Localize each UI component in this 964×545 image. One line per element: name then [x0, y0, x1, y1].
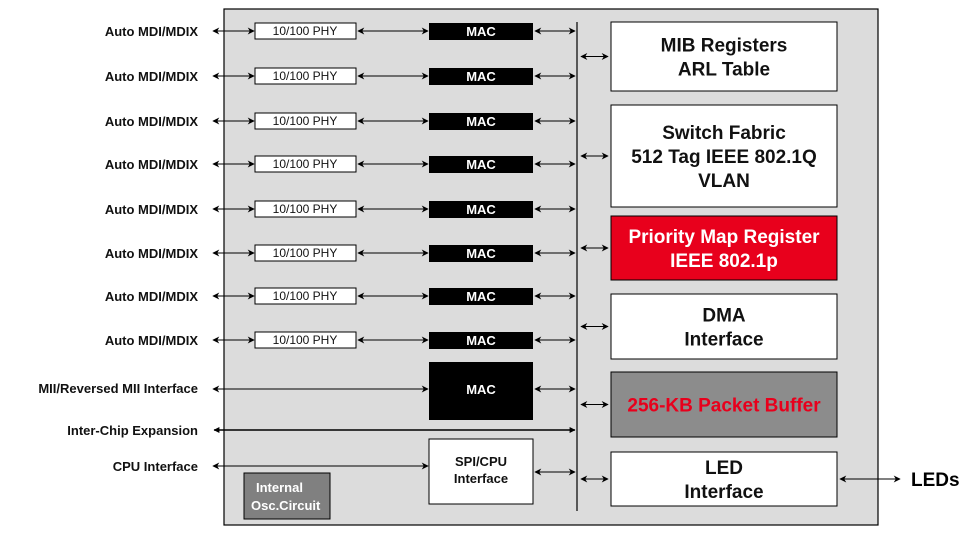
phy-block — [254, 155, 357, 173]
cpu-label: CPU Interface — [113, 459, 198, 474]
mii-mac-block — [429, 362, 533, 420]
port-label: Auto MDI/MDIX — [105, 202, 198, 217]
mac-label: MAC — [466, 114, 496, 129]
port-row: Auto MDI/MDIX 10/100 PHY MAC — [105, 22, 576, 40]
block-text: 512 Tag IEEE 802.1Q — [631, 147, 817, 168]
phy-block — [254, 331, 357, 349]
osc-line1: Internal — [256, 480, 303, 495]
packet-buffer-block: 256-KB Packet Buffer — [580, 371, 838, 438]
phy-label: 10/100 PHY — [273, 24, 338, 38]
mii-mac-label: MAC — [466, 382, 496, 397]
mac-label: MAC — [466, 202, 496, 217]
block-text: Priority Map Register — [628, 227, 820, 248]
block-text: 256-KB Packet Buffer — [627, 396, 821, 417]
port-label: Auto MDI/MDIX — [105, 289, 198, 304]
block-text: Interface — [684, 482, 763, 503]
phy-block — [254, 112, 357, 130]
phy-label: 10/100 PHY — [273, 114, 338, 128]
osc-block — [243, 472, 331, 520]
spi-line2: Interface — [454, 471, 508, 486]
block-text: DMA — [702, 306, 746, 327]
phy-block — [254, 244, 357, 262]
dma-block: DMA Interface — [580, 293, 838, 360]
mac-block — [429, 332, 533, 349]
phy-block — [254, 287, 357, 305]
phy-block — [254, 67, 357, 85]
phy-label: 10/100 PHY — [273, 69, 338, 83]
mac-label: MAC — [466, 246, 496, 261]
block-text: LED — [705, 458, 743, 479]
block-text: IEEE 802.1p — [670, 251, 778, 272]
phy-label: 10/100 PHY — [273, 333, 338, 347]
block-text: MIB Registers — [661, 36, 788, 57]
mac-label: MAC — [466, 69, 496, 84]
block-text: Switch Fabric — [662, 123, 786, 144]
mac-block — [429, 113, 533, 130]
port-row: Auto MDI/MDIX 10/100 PHY MAC — [105, 67, 576, 85]
phy-label: 10/100 PHY — [273, 202, 338, 216]
mac-block — [429, 201, 533, 218]
mac-label: MAC — [466, 24, 496, 39]
switch-fabric-block: Switch Fabric 512 Tag IEEE 802.1Q VLAN — [580, 104, 838, 208]
port-label: Auto MDI/MDIX — [105, 333, 198, 348]
leds-label: LEDs — [911, 470, 960, 491]
spi-cpu-block — [428, 438, 534, 505]
port-row: Auto MDI/MDIX 10/100 PHY MAC — [105, 331, 576, 349]
mac-block — [429, 23, 533, 40]
mac-block — [429, 68, 533, 85]
block-text: VLAN — [698, 171, 750, 192]
port-row: Auto MDI/MDIX 10/100 PHY MAC — [105, 155, 576, 173]
port-label: Auto MDI/MDIX — [105, 24, 198, 39]
mac-block — [429, 245, 533, 262]
phy-label: 10/100 PHY — [273, 289, 338, 303]
phy-label: 10/100 PHY — [273, 246, 338, 260]
port-label: Auto MDI/MDIX — [105, 246, 198, 261]
spi-line1: SPI/CPU — [455, 454, 507, 469]
osc-line2: Osc.Circuit — [251, 498, 321, 513]
mac-block — [429, 156, 533, 173]
phy-block — [254, 200, 357, 218]
mac-block — [429, 288, 533, 305]
mii-label: MII/Reversed MII Interface — [38, 381, 198, 396]
port-row: Auto MDI/MDIX 10/100 PHY MAC — [105, 244, 576, 262]
mac-label: MAC — [466, 289, 496, 304]
phy-label: 10/100 PHY — [273, 157, 338, 171]
mac-label: MAC — [466, 333, 496, 348]
block-text: ARL Table — [678, 60, 770, 81]
mac-label: MAC — [466, 157, 496, 172]
port-row: Auto MDI/MDIX 10/100 PHY MAC — [105, 287, 576, 305]
block-text: Interface — [684, 330, 763, 351]
phy-block — [254, 22, 357, 40]
port-row: Auto MDI/MDIX 10/100 PHY MAC — [105, 200, 576, 218]
port-label: Auto MDI/MDIX — [105, 114, 198, 129]
port-label: Auto MDI/MDIX — [105, 69, 198, 84]
port-label: Auto MDI/MDIX — [105, 157, 198, 172]
interchip-label: Inter-Chip Expansion — [67, 423, 198, 438]
port-row: Auto MDI/MDIX 10/100 PHY MAC — [105, 112, 576, 130]
led-interface-block: LED Interface — [580, 451, 838, 507]
